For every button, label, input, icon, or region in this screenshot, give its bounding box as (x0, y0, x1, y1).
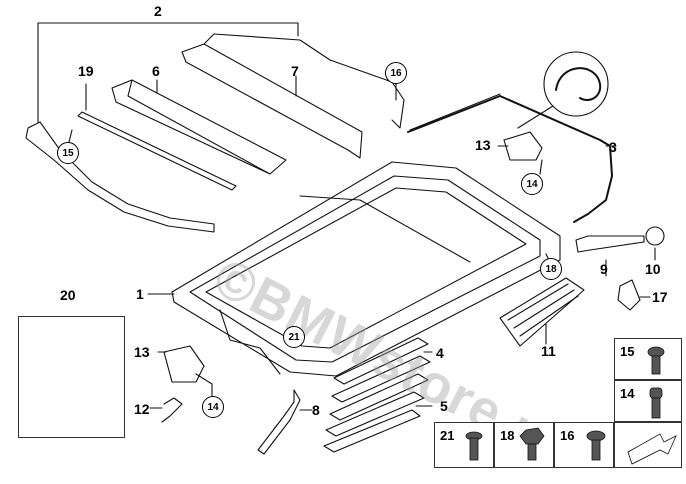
wind-deflector-6 (111, 79, 287, 175)
circled-callout-14-lower[interactable]: 14 (202, 396, 224, 418)
screw-16-icon (586, 430, 606, 461)
callout-7[interactable]: 7 (291, 63, 299, 79)
screw-14-icon (649, 387, 663, 419)
callout-13-upper[interactable]: 13 (475, 137, 491, 153)
screw-15-icon (647, 346, 665, 375)
fastener-label-15: 15 (620, 344, 635, 359)
callout-3[interactable]: 3 (609, 139, 617, 155)
main-frame-1 (171, 161, 561, 377)
fastener-box-18[interactable] (494, 422, 554, 468)
callout-12[interactable]: 12 (134, 401, 150, 417)
screw-21-icon (465, 431, 483, 461)
drive-cable-9 (575, 235, 645, 253)
fastener-box-14[interactable] (614, 380, 682, 422)
slat-4 (333, 337, 429, 385)
fastener-label-18: 18 (500, 428, 515, 443)
fastener-box-16[interactable] (554, 422, 614, 468)
callout-10[interactable]: 10 (645, 261, 661, 277)
fastener-box-15[interactable] (614, 338, 682, 380)
callout-2[interactable]: 2 (154, 3, 162, 19)
fastener-label-14: 14 (620, 386, 635, 401)
circled-callout-21[interactable]: 21 (283, 326, 305, 348)
seal-detail-circle (543, 51, 609, 117)
circled-callout-14-upper[interactable]: 14 (521, 173, 543, 195)
bracket-12 (161, 397, 183, 423)
leader-2 (37, 22, 299, 37)
seal-3 (407, 95, 613, 223)
callout-5[interactable]: 5 (440, 398, 448, 414)
fastener-label-21: 21 (440, 428, 455, 443)
arrow-icon (627, 433, 677, 465)
callout-6[interactable]: 6 (152, 63, 160, 79)
callout-13-lower[interactable]: 13 (134, 344, 150, 360)
circled-callout-18[interactable]: 18 (540, 258, 562, 280)
motor-13-upper (503, 131, 543, 161)
slat-5 (329, 373, 429, 421)
seal-strip-19 (77, 111, 237, 191)
clip-17 (617, 279, 641, 311)
drain-channel-11 (499, 277, 585, 347)
fastener-box-21[interactable] (434, 422, 494, 468)
part-20-box (18, 316, 125, 438)
callout-17[interactable]: 17 (652, 289, 668, 305)
callout-1[interactable]: 1 (136, 286, 144, 302)
fastener-label-16: 16 (560, 428, 575, 443)
circled-callout-15[interactable]: 15 (57, 142, 79, 164)
guide-rod-8 (257, 389, 301, 455)
circled-callout-16[interactable]: 16 (385, 62, 407, 84)
callout-20[interactable]: 20 (60, 287, 76, 303)
callout-9[interactable]: 9 (600, 261, 608, 277)
cap-10 (645, 226, 665, 246)
callout-8[interactable]: 8 (312, 402, 320, 418)
callout-19[interactable]: 19 (78, 63, 94, 79)
callout-4[interactable]: 4 (436, 345, 444, 361)
callout-11[interactable]: 11 (541, 343, 556, 359)
motor-13-lower (163, 345, 205, 383)
screw-18-icon (519, 427, 545, 461)
